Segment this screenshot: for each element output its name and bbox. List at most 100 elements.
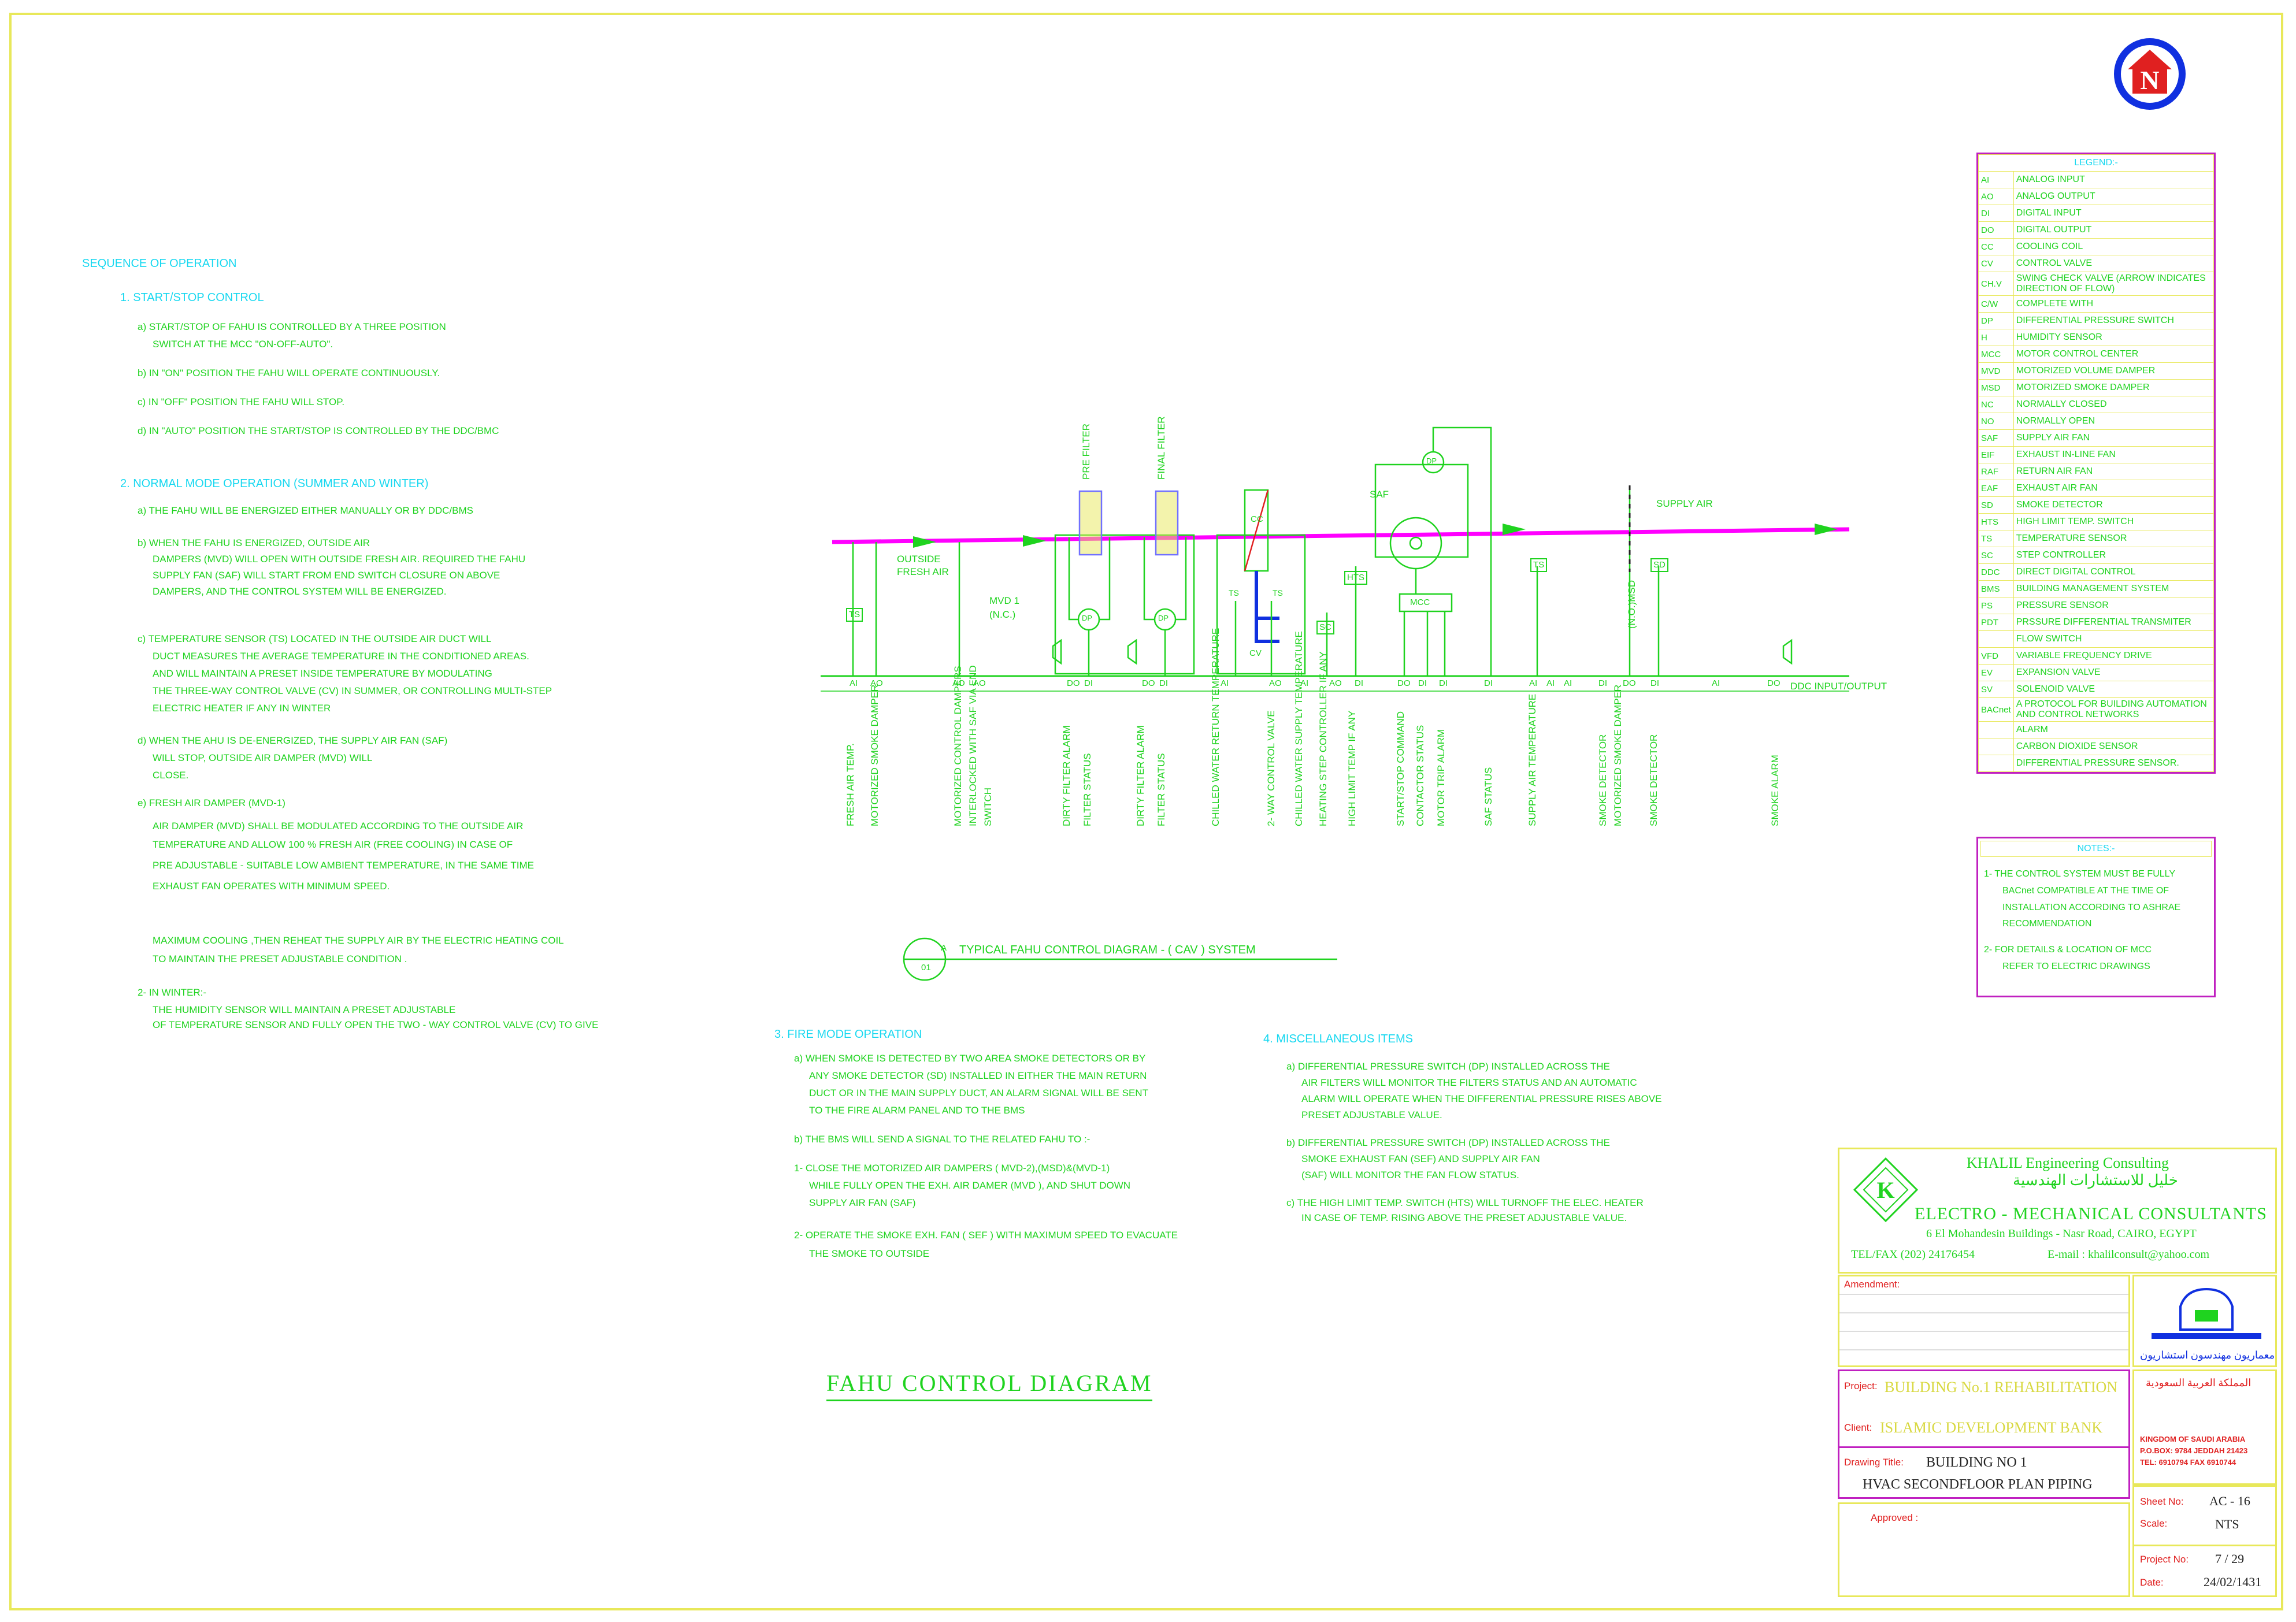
- k-logo: K: [1853, 1157, 1919, 1223]
- text-line: AIR FILTERS WILL MONITOR THE FILTERS STA…: [1301, 1077, 1637, 1088]
- legend-desc: PRESSURE SENSOR: [2013, 597, 2215, 614]
- firm-name: KHALIL Engineering Consulting: [1967, 1155, 2169, 1171]
- ts-sensor: TS: [1229, 588, 1239, 597]
- legend-desc: EXHAUST IN-LINE FAN: [2013, 446, 2215, 463]
- legend-abbr: MCC: [1978, 346, 2014, 363]
- legend-desc: DIGITAL INPUT: [2013, 205, 2215, 222]
- alarm-horn: [1127, 639, 1137, 665]
- chilled-water-pipe: [1255, 618, 1279, 643]
- legend-desc: CONTROL VALVE: [2013, 255, 2215, 272]
- legend-abbr: SD: [1978, 496, 2014, 514]
- io-label: DO: [1067, 678, 1080, 688]
- point-label: CONTACTOR STATUS: [1415, 725, 1426, 826]
- legend-abbr: PDT: [1978, 614, 2014, 631]
- legend-abbr: BMS: [1978, 580, 2014, 597]
- text-line: DAMPERS, AND THE CONTROL SYSTEM WILL BE …: [153, 586, 447, 597]
- legend-abbr: MSD: [1978, 379, 2014, 396]
- notes-title: NOTES:-: [1980, 841, 2212, 857]
- legend-abbr: DI: [1978, 205, 2014, 222]
- misc-title: 4. MISCELLANEOUS ITEMS: [1263, 1033, 1413, 1045]
- diagram-ref-top: A: [941, 943, 947, 953]
- io-label: AI: [1546, 678, 1555, 688]
- scale-value: NTS: [2215, 1517, 2239, 1531]
- point-label: SWITCH: [982, 787, 993, 826]
- legend-abbr: [1978, 755, 2014, 772]
- point-label: SMOKE DETECTOR: [1648, 734, 1659, 826]
- legend-desc: DIFFERENTIAL PRESSURE SWITCH: [2013, 312, 2215, 329]
- legend-desc: SUPPLY AIR FAN: [2013, 429, 2215, 447]
- point-label: FILTER STATUS: [1082, 753, 1093, 826]
- point-label: FILTER STATUS: [1156, 753, 1167, 826]
- drawing-title-2: HVAC SECONDFLOOR PLAN PIPING: [1863, 1477, 2093, 1492]
- legend-abbr: AI: [1978, 171, 2014, 188]
- io-label: DI: [1418, 678, 1427, 688]
- firm-tel: TEL/FAX (202) 24176454: [1851, 1248, 1975, 1261]
- supply-duct: [832, 527, 1850, 544]
- text-line: c) THE HIGH LIMIT TEMP. SWITCH (HTS) WIL…: [1286, 1197, 1644, 1208]
- mcc-label: MCC: [1410, 597, 1430, 607]
- ksa-block: المملكة العربية السعودية KINGDOM OF SAUD…: [2132, 1369, 2277, 1485]
- legend-desc: NORMALLY CLOSED: [2013, 396, 2215, 413]
- partner-block: معماريون مهندسون استشاريون: [2132, 1275, 2277, 1367]
- note-line: BACnet COMPATIBLE AT THE TIME OF: [2002, 885, 2169, 896]
- sc-controller: SC: [1316, 621, 1334, 634]
- point-label: INTERLOCKED WITH SAF VIA END: [967, 665, 978, 826]
- point-label: HEATING STEP CONTROLLER IF ANY: [1318, 651, 1329, 826]
- legend-abbr: EV: [1978, 664, 2014, 681]
- supply-air-label: SUPPLY AIR: [1656, 498, 1713, 509]
- legend-desc: STEP CONTROLLER: [2013, 547, 2215, 564]
- point-label: FRESH AIR TEMP.: [845, 743, 856, 826]
- legend-abbr: EAF: [1978, 480, 2014, 497]
- legend-desc: ANALOG OUTPUT: [2013, 188, 2215, 205]
- note-line: 2- FOR DETAILS & LOCATION OF MCC: [1984, 945, 2152, 955]
- legend-desc: ALARM: [2013, 721, 2215, 738]
- project-name: BUILDING No.1 REHABILITATION: [1885, 1379, 2118, 1395]
- text-line: DUCT OR IN THE MAIN SUPPLY DUCT, AN ALAR…: [809, 1087, 1148, 1098]
- legend-title: LEGEND:-: [1978, 154, 2214, 172]
- legend-abbr: VFD: [1978, 647, 2014, 665]
- io-label: AO: [1329, 678, 1342, 688]
- diagram-caption: TYPICAL FAHU CONTROL DIAGRAM - ( CAV ) S…: [959, 944, 1256, 956]
- legend-desc: CARBON DIOXIDE SENSOR: [2013, 738, 2215, 755]
- drawing-title-1: BUILDING NO 1: [1926, 1455, 2027, 1470]
- final-filter-label: FINAL FILTER: [1156, 416, 1167, 480]
- text-line: THE THREE-WAY CONTROL VALVE (CV) IN SUMM…: [153, 685, 552, 696]
- firm-email: E-mail : khalilconsult@yahoo.com: [2048, 1248, 2210, 1261]
- legend-abbr: TS: [1978, 530, 2014, 547]
- outside-air-label-1: OUTSIDE: [897, 554, 941, 565]
- text-line: 2- OPERATE THE SMOKE EXH. FAN ( SEF ) WI…: [794, 1230, 1178, 1241]
- consultant-block: K KHALIL Engineering Consulting خليل للا…: [1838, 1148, 2277, 1274]
- ts-sensor: TS: [1530, 558, 1548, 572]
- project-no: 7 / 29: [2215, 1552, 2245, 1566]
- consultants-title: ELECTRO - MECHANICAL CONSULTANTS: [1915, 1204, 2267, 1223]
- point-label: MOTORIZED SMOKE DAMPER: [1612, 684, 1623, 826]
- io-label: AO: [870, 678, 883, 688]
- partner-name-ar: معماريون مهندسون استشاريون: [2140, 1349, 2275, 1361]
- point-label: START/STOP COMMAND: [1395, 711, 1406, 826]
- io-label: DI: [1355, 678, 1363, 688]
- cv-label: CV: [1249, 648, 1262, 658]
- sheet-no: AC - 16: [2209, 1494, 2250, 1508]
- note-line: REFER TO ELECTRIC DRAWINGS: [2002, 961, 2150, 971]
- text-line: OF TEMPERATURE SENSOR AND FULLY OPEN THE…: [153, 1019, 599, 1030]
- legend-abbr: [1978, 630, 2014, 648]
- io-label: DI: [1439, 678, 1448, 688]
- text-line: SWITCH AT THE MCC "ON-OFF-AUTO".: [153, 339, 333, 350]
- amendment-label: Amendment:: [1844, 1279, 1900, 1290]
- io-label: AO: [973, 678, 986, 688]
- n-logo: N: [2114, 38, 2186, 110]
- text-line: d) WHEN THE AHU IS DE-ENERGIZED, THE SUP…: [138, 735, 448, 746]
- legend-desc: VARIABLE FREQUENCY DRIVE: [2013, 647, 2215, 665]
- legend-desc: ANALOG INPUT: [2013, 171, 2215, 188]
- io-label: DI: [1084, 678, 1093, 688]
- legend-abbr: DO: [1978, 221, 2014, 239]
- text-line: TO THE FIRE ALARM PANEL AND TO THE BMS: [809, 1105, 1025, 1116]
- text-line: b) THE BMS WILL SEND A SIGNAL TO THE REL…: [794, 1134, 1090, 1145]
- flow-arrow: [1815, 524, 1838, 535]
- text-line: MAXIMUM COOLING ,THEN REHEAT THE SUPPLY …: [153, 935, 564, 946]
- io-label: DI: [1598, 678, 1607, 688]
- io-label: DI: [1650, 678, 1659, 688]
- legend-desc: DIRECT DIGITAL CONTROL: [2013, 563, 2215, 581]
- text-line: b) DIFFERENTIAL PRESSURE SWITCH (DP) INS…: [1286, 1137, 1610, 1148]
- note-line: RECOMMENDATION: [2002, 919, 2092, 929]
